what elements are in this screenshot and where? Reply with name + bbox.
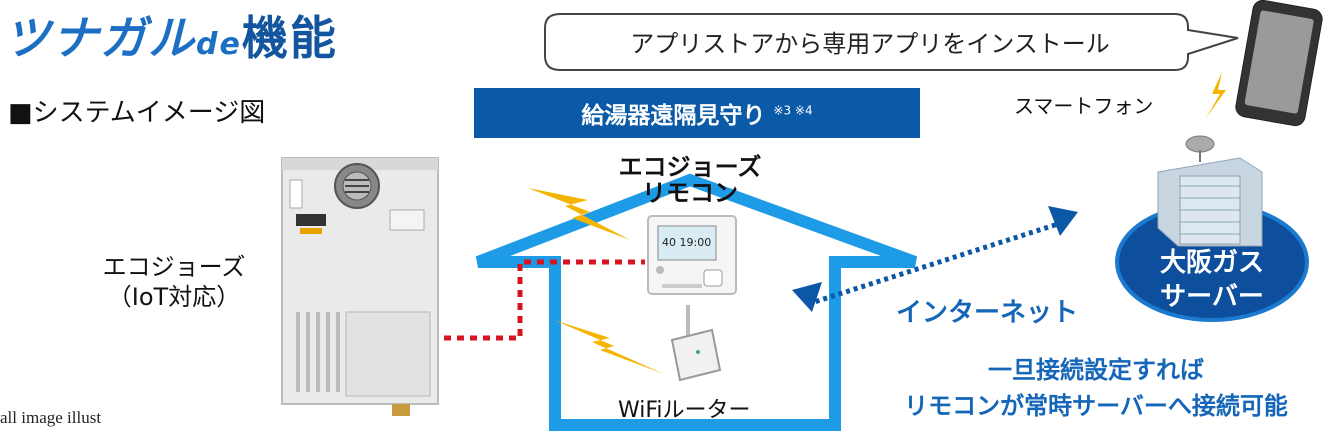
cable-line	[444, 259, 645, 341]
smartphone-label: スマートフォン	[1014, 94, 1154, 118]
caption: all image illust	[0, 408, 102, 427]
explanation-line1: 一旦接続設定すれば	[988, 356, 1204, 384]
router-label: WiFiルーター	[618, 398, 751, 423]
bubble-text: アプリストアから専用アプリをインストール	[630, 30, 1110, 58]
brand-kanji: 機能	[241, 11, 338, 65]
server-building-image	[1157, 135, 1263, 247]
heater-label-line1: エコジョーズ	[102, 253, 246, 281]
banner	[474, 88, 920, 138]
heater-label-line2: （IoT対応）	[107, 283, 241, 311]
remote-label-line2: リモコン	[642, 179, 738, 207]
water-heater-image	[281, 157, 439, 416]
banner-label: 給湯器遠隔見守り	[581, 103, 766, 129]
remote-label-line1: エコジョーズ	[618, 153, 762, 181]
internet-link	[807, 221, 1059, 307]
brand-main: ツナガル	[4, 11, 196, 65]
brand-de: de	[196, 27, 242, 62]
explanation: 一旦接続設定すれば リモコンが常時サーバーへ接続可能	[866, 352, 1326, 424]
subtitle: ■システムイメージ図	[8, 98, 266, 128]
remote-label: エコジョーズ リモコン	[610, 154, 770, 206]
speech-bubble	[544, 13, 1239, 71]
remote-image	[647, 215, 737, 295]
server-label-line2: サーバー	[1160, 282, 1264, 312]
banner-note: ※3 ※4	[773, 103, 813, 118]
bolt-remote-icon	[528, 188, 630, 240]
smartphone-image	[1235, 0, 1323, 127]
internet-label: インターネット	[896, 298, 1079, 328]
server-label-line1: 大阪ガス	[1159, 248, 1264, 278]
bolt-router-icon	[554, 320, 664, 374]
remote-screen: 40 19:00	[662, 236, 712, 249]
bolt-phone-icon	[1206, 72, 1226, 118]
heater-label: エコジョーズ （IoT対応）	[84, 252, 264, 312]
banner-title: 給湯器遠隔見守り ※3 ※4	[474, 96, 920, 130]
router-image	[670, 305, 722, 382]
arrow-right-icon	[1048, 206, 1078, 236]
brand-title: ツナガルde機能	[4, 2, 338, 68]
explanation-line2: リモコンが常時サーバーへ接続可能	[904, 392, 1288, 420]
arrow-left-icon	[792, 282, 822, 312]
server-label: 大阪ガス サーバー	[1117, 246, 1307, 314]
